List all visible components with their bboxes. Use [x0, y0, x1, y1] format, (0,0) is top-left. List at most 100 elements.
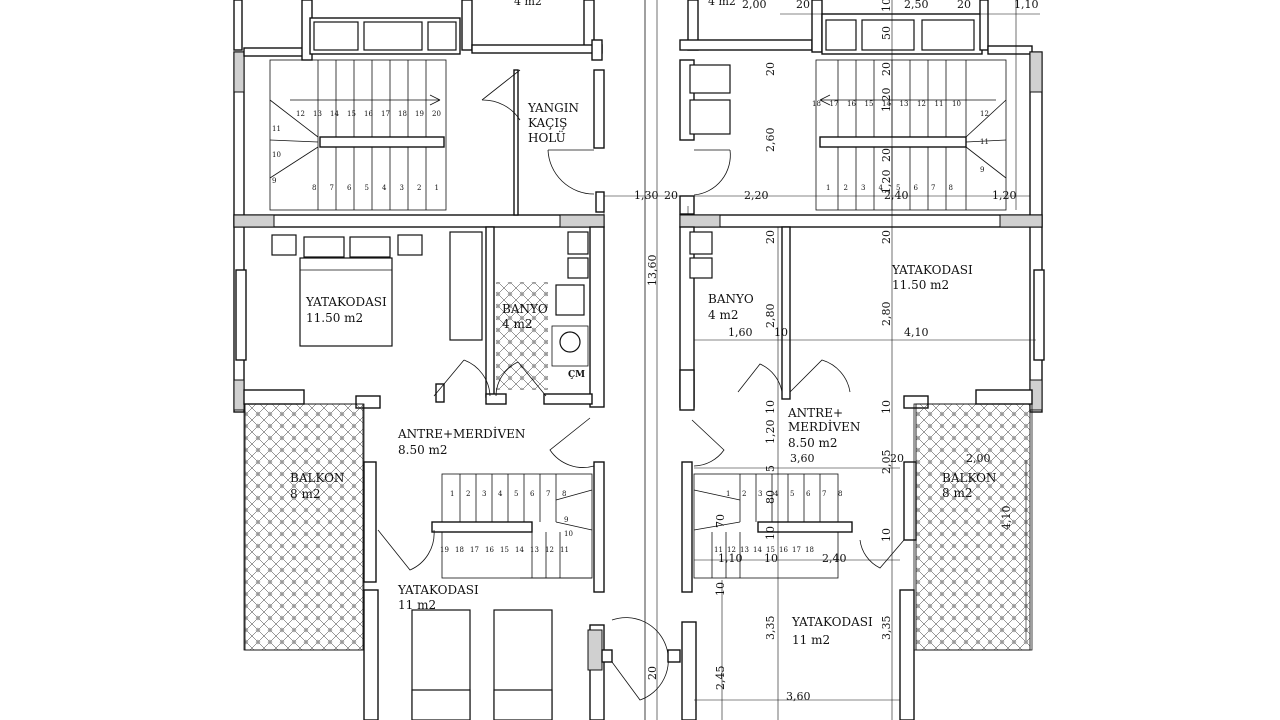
label-wc: ÇM [568, 370, 585, 380]
label-yatak-right-bottom-area: 11 m2 [792, 633, 830, 647]
stair-step-number: 3 [482, 490, 486, 498]
dim-360-bottom: 3,60 [786, 690, 811, 703]
label-antre-right-2: MERDİVEN [788, 419, 860, 434]
dim-5-v: 5 [764, 465, 777, 472]
stair-step-number: 17 [830, 100, 839, 108]
stair-step-number: 16 [779, 546, 788, 554]
stair-step-number: 4 [879, 184, 884, 192]
stair-step-number: 19 [415, 110, 424, 118]
stair-step-number: 5 [896, 184, 900, 192]
central-axis [644, 0, 658, 720]
label-yatak-left-bottom-area: 11 m2 [398, 598, 436, 612]
stair-step-number: 2 [417, 184, 421, 192]
stair-step-number: 6 [530, 490, 535, 498]
dim-10-v: 10 [880, 0, 893, 12]
room-labels: YANGIN KAÇIŞ HOLÜ YATAKODASI 11.50 m2 BA… [290, 0, 996, 647]
stair-step-number: 19 [440, 546, 449, 554]
stair-step-number: 1 [435, 184, 439, 192]
stair-step-number: 9 [272, 177, 276, 185]
dim-10-v5: 10 [764, 526, 777, 540]
label-yatak-right-top: YATAKODASI [891, 263, 973, 277]
stair-step-number: 11 [560, 546, 569, 554]
stair-step-number: 11 [980, 138, 989, 146]
stair-step-number: 11 [935, 100, 944, 108]
stair-step-number: 12 [727, 546, 736, 554]
stair-step-number: 1 [450, 490, 454, 498]
label-balkon-right: BALKON [942, 471, 996, 485]
stair-step-number: 14 [515, 546, 524, 554]
dim-360-top: 3,60 [790, 452, 815, 465]
dim-20-v1: 20 [764, 62, 777, 76]
stair-step-number: 5 [365, 184, 369, 192]
stair-step-number: 4 [382, 184, 387, 192]
label-top-small-right: 4 m2 [708, 0, 736, 8]
dim-200-bal: 2,00 [966, 452, 991, 465]
label-top-small-left: 4 m2 [514, 0, 542, 8]
dim-10-v2: 10 [880, 400, 893, 414]
stair-step-number: 15 [347, 110, 356, 118]
right-unit [667, 0, 1045, 720]
dim-160: 1,60 [728, 326, 753, 339]
stair-step-number: 18 [455, 546, 464, 554]
dim-280-v1: 2,80 [880, 302, 893, 327]
dim-10-stair: 10 [764, 552, 778, 565]
stair-step-number: 16 [364, 110, 373, 118]
stair-step-number: 9 [980, 166, 984, 174]
dim-240-stair: 2,40 [822, 552, 847, 565]
label-antre-left-area: 8.50 m2 [398, 443, 448, 457]
label-balkon-right-area: 8 m2 [942, 486, 972, 500]
stair-step-number: 1 [826, 184, 830, 192]
stair-step-number: 8 [838, 490, 842, 498]
stair-step-number: 15 [500, 546, 509, 554]
label-yangin-3: HOLÜ [528, 129, 566, 145]
stair-step-number: 2 [466, 490, 470, 498]
label-antre-left: ANTRE+MERDİVEN [397, 426, 525, 441]
dim-120-v3: 1,20 [764, 420, 777, 445]
label-balkon-left-area: 8 m2 [290, 487, 320, 501]
dim-top-200: 2,00 [742, 0, 767, 11]
stair-step-number: 20 [432, 110, 441, 118]
label-banyo-right: BANYO [708, 292, 754, 306]
stair-step-number: 13 [900, 100, 909, 108]
dim-130: 1,30 [634, 189, 659, 202]
stair-step-number: 12 [545, 546, 554, 554]
stair-step-number: 2 [844, 184, 848, 192]
stair-step-number: 4 [774, 490, 779, 498]
balcony-floor-left [244, 403, 364, 651]
dim-20-v4: 20 [880, 230, 893, 244]
dim-20-v3: 20 [880, 148, 893, 162]
label-balkon-left: BALKON [290, 471, 344, 485]
stair-step-number: 17 [792, 546, 801, 554]
dim-10-v4: 10 [764, 400, 777, 414]
dim-120-right: 1,20 [992, 189, 1017, 202]
stair-step-number: 8 [312, 184, 316, 192]
stair-step-number: 3 [400, 184, 404, 192]
label-banyo-left-area: 4 m2 [502, 317, 532, 331]
stair-mid-right [693, 473, 853, 579]
label-yatak-right-bottom: YATAKODASI [791, 615, 873, 629]
dim-top-250: 2,50 [904, 0, 929, 11]
stair-step-number: 10 [952, 100, 961, 108]
dim-335-left: 3,35 [764, 616, 777, 641]
dim-1360: 13,60 [646, 255, 659, 287]
stair-step-number: 3 [758, 490, 762, 498]
dim-335-right: 3,35 [880, 616, 893, 641]
stair-step-number: 6 [806, 490, 811, 498]
stair-step-number: 10 [564, 530, 573, 538]
dim-110-stair: 1,10 [718, 552, 743, 565]
dim-280-v2: 2,80 [764, 304, 777, 329]
stair-step-number: 16 [847, 100, 856, 108]
dim-260: 2,60 [764, 128, 777, 153]
stair-step-number: 7 [822, 490, 826, 498]
dim-20-v2: 20 [880, 62, 893, 76]
stair-step-number: 15 [865, 100, 874, 108]
dim-20-v7: 20 [646, 666, 659, 680]
stair-step-number: 13 [313, 110, 322, 118]
dim-top-20: 20 [796, 0, 810, 11]
stair-step-number: 3 [861, 184, 865, 192]
dim-205: 2,05 [880, 450, 893, 475]
label-banyo-right-area: 4 m2 [708, 308, 738, 322]
dimension-labels: 2,00 20 2,50 20 1,10 1,30 20 2,20 2,40 1… [634, 0, 1039, 703]
stair-step-number: 16 [485, 546, 494, 554]
left-unit [233, 0, 669, 720]
